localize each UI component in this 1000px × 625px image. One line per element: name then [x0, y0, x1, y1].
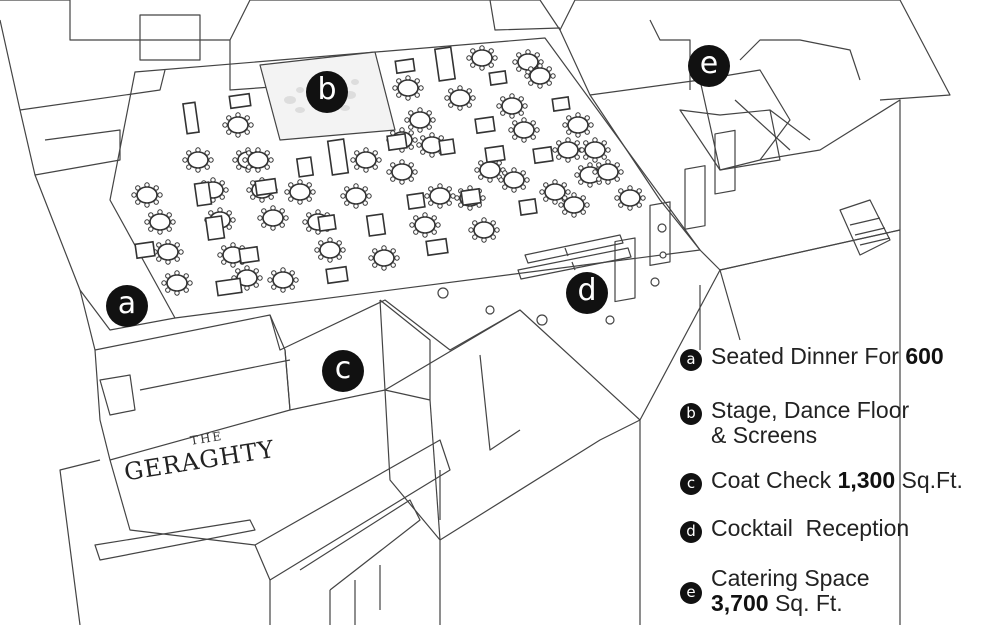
left-lower-wall: [19, 109, 121, 176]
legend-item-a: a Seated Dinner For 600: [680, 344, 944, 371]
rect-table: [433, 46, 457, 82]
legend-item-b: b Stage, Dance Floor& Screens: [680, 398, 909, 448]
rect-table: [474, 115, 496, 135]
rect-table: [204, 215, 226, 241]
round-table: [152, 239, 184, 265]
round-table: [386, 159, 418, 185]
round-table: [424, 183, 456, 209]
marker-c: c: [322, 350, 364, 392]
round-table: [552, 137, 584, 163]
legend-marker-a: a: [680, 349, 702, 371]
legend-suffix-c: Sq.Ft.: [895, 467, 963, 493]
round-table: [231, 265, 263, 291]
marker-e: e: [688, 45, 730, 87]
rect-table: [238, 245, 260, 265]
legend-text-b: Stage, Dance Floor: [711, 397, 910, 423]
round-table: [284, 179, 316, 205]
round-table: [242, 147, 274, 173]
legend-marker-b: b: [680, 403, 702, 425]
round-table: [444, 85, 476, 111]
marker-a: a: [106, 285, 148, 327]
rect-table: [254, 177, 278, 197]
right-wing: [559, 29, 901, 271]
rect-table: [425, 237, 449, 257]
round-table: [558, 192, 590, 218]
round-table: [498, 167, 530, 193]
legend-text-b-line2: & Screens: [711, 422, 818, 448]
front-facade: [59, 459, 256, 625]
round-tables: [131, 45, 646, 296]
rect-table: [551, 96, 571, 112]
rect-table: [406, 192, 426, 210]
legend-marker-e: e: [680, 582, 702, 604]
round-table: [392, 75, 424, 101]
rect-table: [365, 213, 387, 237]
rect-table: [484, 144, 506, 164]
round-table: [468, 217, 500, 243]
marker-d: d: [566, 272, 608, 314]
rect-table: [325, 265, 349, 285]
left-wall: [0, 19, 166, 111]
rect-table: [134, 240, 156, 260]
round-table: [409, 212, 441, 238]
round-table: [562, 112, 594, 138]
round-table: [614, 185, 646, 211]
round-table: [182, 147, 214, 173]
rect-table: [228, 92, 252, 110]
legend-text-d: Cocktail Reception: [711, 515, 910, 541]
legend-suffix-e: Sq. Ft.: [768, 590, 843, 616]
legend-item-c: c Coat Check 1,300 Sq.Ft.: [680, 468, 963, 495]
rect-table: [215, 277, 243, 297]
reception-bar: [524, 234, 624, 264]
legend-text-a: Seated Dinner For: [711, 343, 906, 369]
marker-b: b: [306, 71, 348, 113]
legend-value-a: 600: [905, 343, 944, 369]
legend-text-e: Catering Space: [711, 565, 870, 591]
round-table: [592, 159, 624, 185]
upper-wall: [0, 0, 951, 101]
rect-table: [193, 181, 213, 207]
round-table: [257, 205, 289, 231]
rect-table: [532, 145, 554, 165]
legend-value-e: 3,700: [711, 590, 769, 616]
rect-table: [488, 70, 508, 86]
round-table: [340, 183, 372, 209]
round-table: [267, 267, 299, 293]
right-exterior-wall: [699, 229, 901, 625]
hall-floor-edge: [109, 37, 701, 319]
round-table: [314, 237, 346, 263]
legend-value-c: 1,300: [837, 467, 896, 493]
round-table: [466, 45, 498, 71]
entrance-canopy: [254, 439, 451, 581]
rect-table: [394, 57, 416, 75]
round-table: [508, 117, 540, 143]
rect-tables: [134, 46, 571, 297]
legend-item-d: d Cocktail Reception: [680, 516, 909, 543]
round-table: [144, 209, 176, 235]
round-table: [416, 132, 448, 158]
round-table: [131, 182, 163, 208]
rect-table: [518, 198, 538, 216]
rect-table: [295, 156, 315, 178]
round-table: [404, 107, 436, 133]
round-table: [579, 137, 611, 163]
legend-marker-c: c: [680, 473, 702, 495]
rect-table: [438, 138, 456, 156]
round-table: [222, 112, 254, 138]
round-table: [161, 270, 193, 296]
round-table: [350, 147, 382, 173]
rect-table: [326, 138, 350, 176]
rect-table: [182, 101, 200, 135]
round-table: [368, 245, 400, 271]
rect-table: [317, 214, 337, 232]
hall-left-wall: [34, 174, 176, 331]
legend-text-c: Coat Check: [711, 467, 838, 493]
round-table: [524, 63, 556, 89]
round-table: [496, 93, 528, 119]
rect-table: [386, 132, 408, 152]
rect-table: [460, 187, 482, 207]
legend-marker-d: d: [680, 521, 702, 543]
